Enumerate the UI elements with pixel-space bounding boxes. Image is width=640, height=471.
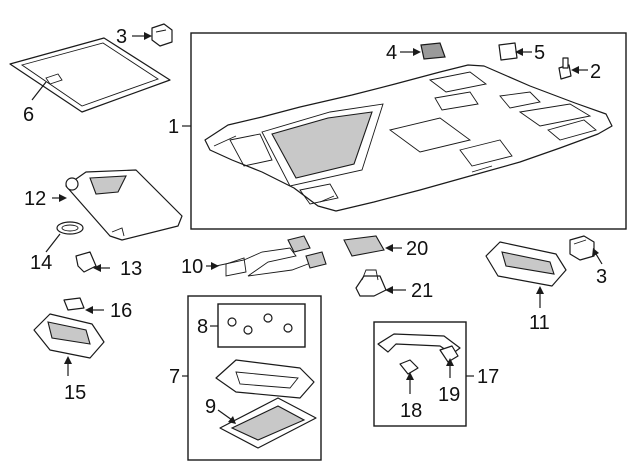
clip-set-part: [227, 313, 293, 335]
callout-9: 9: [205, 396, 216, 418]
callout-2: 2: [590, 61, 601, 83]
callout-5: 5: [534, 42, 545, 64]
callout-3-right: 3: [596, 266, 607, 288]
headliner-part: [204, 64, 613, 212]
bulb-part: [63, 297, 85, 311]
callout-17: 17: [477, 366, 499, 388]
holder-part: [75, 251, 97, 273]
sunshade-part: [9, 37, 171, 113]
cap-part-left: [399, 359, 419, 375]
pad-part: [420, 42, 446, 60]
callout-3-top: 3: [116, 26, 127, 48]
cap-part-right: [439, 345, 459, 363]
callout-8: 8: [197, 316, 208, 338]
pad-part-small: [498, 42, 518, 61]
callout-20: 20: [406, 238, 428, 260]
callout-18: 18: [400, 400, 422, 422]
headliner-group-box: [190, 32, 627, 230]
callout-15: 15: [64, 382, 86, 404]
callout-7: 7: [169, 366, 180, 388]
callout-1: 1: [168, 116, 179, 138]
callout-10: 10: [181, 256, 203, 278]
leader-lines: [31, 32, 603, 424]
wire-harness-part: [215, 235, 327, 277]
grip-group-box: [373, 321, 467, 427]
lens-part: [219, 397, 317, 449]
callout-12: 12: [24, 188, 46, 210]
callout-19: 19: [438, 384, 460, 406]
map-lamp-part: [485, 241, 567, 287]
clip-part-top: [151, 23, 173, 47]
bracket-part: [355, 269, 387, 297]
clip-part-right: [569, 235, 595, 261]
callout-11: 11: [529, 312, 550, 334]
lamp-part: [33, 313, 105, 359]
console-group-box: [187, 295, 322, 461]
console-part: [215, 359, 315, 399]
sun-visor-part: [65, 169, 183, 241]
callout-14: 14: [30, 252, 52, 274]
callout-16: 16: [110, 300, 132, 322]
screw-part: [558, 57, 572, 80]
callout-6: 6: [23, 104, 34, 126]
connector-part: [343, 235, 385, 257]
callout-13: 13: [120, 258, 142, 280]
callout-21: 21: [411, 280, 433, 302]
ring-part: [56, 221, 84, 235]
callout-4: 4: [386, 42, 397, 64]
